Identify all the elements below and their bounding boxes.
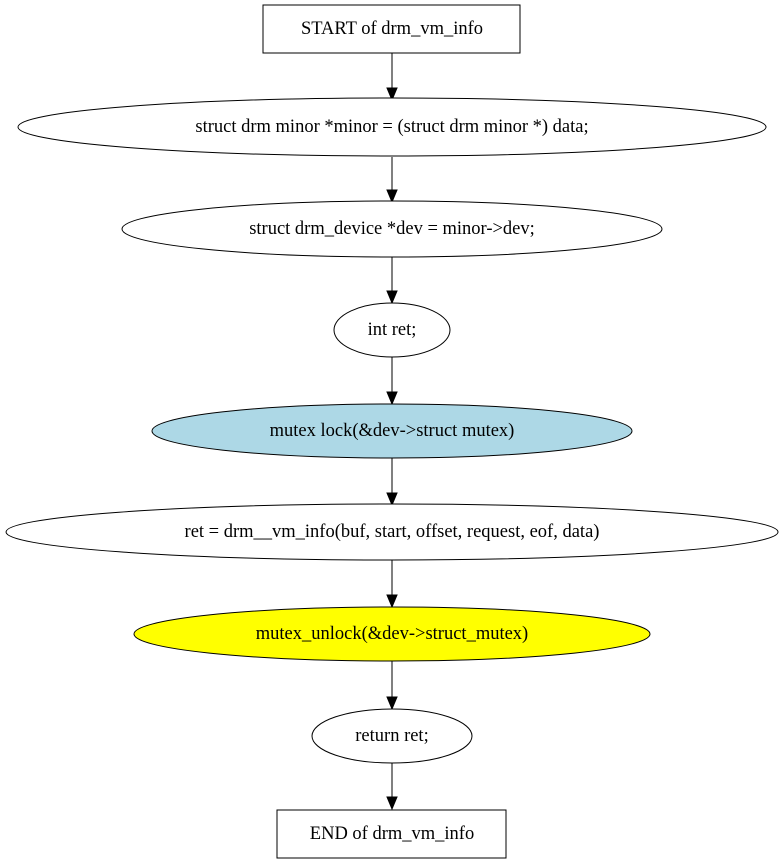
node-return-ret-shape [311, 708, 473, 764]
node-minor-decl-label: struct drm minor *minor = (struct drm mi… [195, 117, 588, 137]
node-minor-decl-shape [17, 97, 767, 157]
node-vm-info-call: ret = drm__vm_info(buf, start, offset, r… [5, 503, 779, 561]
node-dev-decl-label: struct drm_device *dev = minor->dev; [249, 219, 535, 239]
edge-dev-to-ret [386, 256, 398, 305]
node-return-ret-label: return ret; [355, 726, 428, 746]
edge-ret-to-lock [386, 357, 398, 406]
edge-start-to-minor [386, 53, 398, 102]
edge-lock-to-call [386, 458, 398, 507]
node-mutex-lock-label: mutex lock(&dev->struct mutex) [270, 421, 515, 441]
node-mutex-unlock-label: mutex_unlock(&dev->struct_mutex) [256, 624, 528, 644]
edge-return-to-end [386, 763, 398, 811]
node-mutex-unlock-shape [133, 606, 651, 662]
edge-minor-to-dev [386, 157, 398, 204]
node-start-shape [262, 4, 521, 54]
edge-unlock-to-return [386, 661, 398, 711]
node-mutex-lock: mutex lock(&dev->struct mutex) [151, 403, 633, 459]
node-return-ret: return ret; [311, 708, 473, 764]
node-dev-decl: struct drm_device *dev = minor->dev; [121, 200, 663, 258]
node-end-shape [276, 809, 507, 859]
node-ret-decl-label: int ret; [368, 320, 417, 340]
edge-call-to-unlock [386, 560, 398, 609]
node-end-label: END of drm_vm_info [310, 824, 474, 844]
node-mutex-unlock: mutex_unlock(&dev->struct_mutex) [133, 606, 651, 662]
node-ret-decl: int ret; [333, 302, 451, 358]
node-vm-info-call-label: ret = drm__vm_info(buf, start, offset, r… [185, 522, 600, 542]
node-start-label: START of drm_vm_info [301, 19, 483, 39]
node-end: END of drm_vm_info [276, 809, 507, 859]
node-dev-decl-shape [121, 200, 663, 258]
node-mutex-lock-shape [151, 403, 633, 459]
node-start: START of drm_vm_info [262, 4, 521, 54]
node-vm-info-call-shape [5, 503, 779, 561]
node-minor-decl: struct drm minor *minor = (struct drm mi… [17, 97, 767, 157]
node-ret-decl-shape [333, 302, 451, 358]
